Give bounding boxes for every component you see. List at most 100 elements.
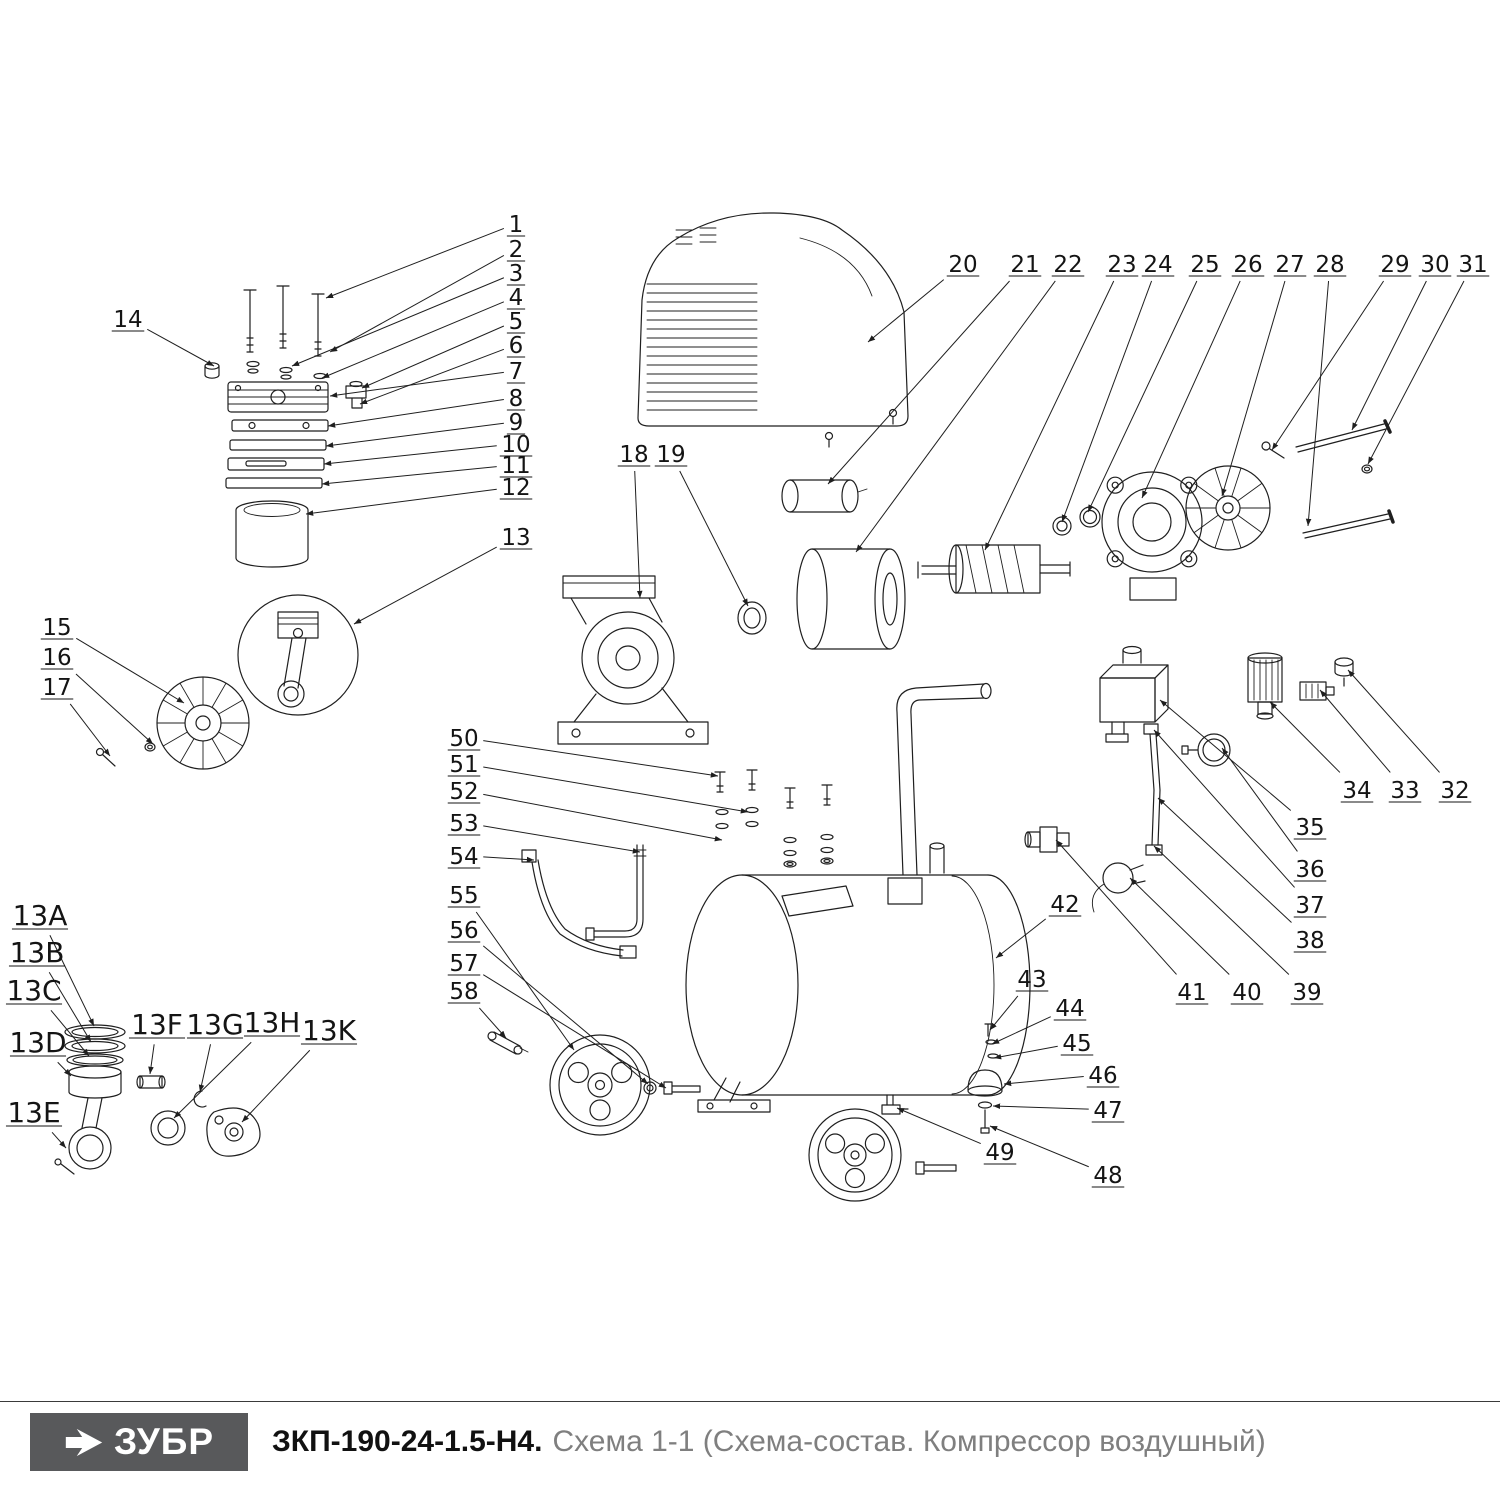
leader-2 bbox=[329, 255, 505, 353]
callout-13C: 13C bbox=[6, 974, 61, 1007]
callout-32: 32 bbox=[1440, 778, 1469, 804]
callout-11: 11 bbox=[501, 453, 530, 479]
leader-19 bbox=[679, 470, 749, 607]
leader-27 bbox=[1221, 280, 1286, 497]
callout-12: 12 bbox=[501, 475, 530, 501]
capacitor bbox=[781, 479, 868, 513]
leader-38 bbox=[1157, 797, 1292, 923]
callout-41: 41 bbox=[1177, 980, 1206, 1006]
leader-13B bbox=[48, 972, 92, 1043]
leader-12 bbox=[305, 488, 497, 516]
leader-29 bbox=[1271, 280, 1385, 451]
leader-25 bbox=[1087, 280, 1198, 513]
leader-13 bbox=[353, 546, 497, 625]
leader-14 bbox=[147, 328, 215, 367]
callout-56: 56 bbox=[449, 918, 478, 944]
leader-45 bbox=[993, 1045, 1058, 1060]
circlip bbox=[1079, 506, 1101, 528]
leader-18 bbox=[634, 470, 643, 599]
pressure-switch bbox=[1099, 645, 1169, 743]
exploded-parts-diagram: 1234567891011121314151617181920212223242… bbox=[5, 212, 1490, 1202]
brand-arrow-icon bbox=[65, 1428, 103, 1456]
leader-13C bbox=[50, 1009, 90, 1057]
leader-13F bbox=[148, 1044, 155, 1075]
leader-49 bbox=[896, 1107, 981, 1145]
callout-33: 33 bbox=[1390, 778, 1419, 804]
callout-45: 45 bbox=[1062, 1031, 1091, 1057]
callout-47: 47 bbox=[1093, 1098, 1122, 1124]
callout-10: 10 bbox=[501, 432, 530, 458]
callout-54: 54 bbox=[449, 844, 478, 870]
leader-36 bbox=[1221, 747, 1298, 852]
callout-26: 26 bbox=[1233, 252, 1262, 278]
callout-55: 55 bbox=[449, 883, 478, 909]
leader-50 bbox=[483, 740, 719, 778]
stator bbox=[796, 548, 906, 650]
callout-27: 27 bbox=[1275, 252, 1304, 278]
leader-52 bbox=[483, 793, 723, 842]
leader-56 bbox=[482, 945, 649, 1085]
callout-17: 17 bbox=[42, 675, 71, 701]
callout-18: 18 bbox=[619, 442, 648, 468]
leader-13H bbox=[173, 1041, 252, 1119]
callout-58: 58 bbox=[449, 979, 478, 1005]
tank-leg bbox=[697, 1077, 771, 1113]
leader-7 bbox=[329, 371, 504, 398]
callout-42: 42 bbox=[1050, 892, 1079, 918]
leader-32 bbox=[1347, 669, 1440, 773]
callout-9: 9 bbox=[509, 410, 524, 436]
leader-44 bbox=[991, 1016, 1051, 1045]
air-tank bbox=[685, 842, 1031, 1096]
rotor bbox=[917, 544, 1071, 594]
leader-53 bbox=[483, 825, 641, 854]
callout-16: 16 bbox=[42, 645, 71, 671]
callout-20: 20 bbox=[948, 252, 977, 278]
callout-25: 25 bbox=[1190, 252, 1219, 278]
bearing-washer bbox=[1052, 516, 1072, 536]
callout-3: 3 bbox=[509, 261, 524, 287]
rubber-foot bbox=[967, 1069, 1003, 1134]
callout-35: 35 bbox=[1295, 815, 1324, 841]
callout-13G: 13G bbox=[186, 1008, 243, 1041]
callout-51: 51 bbox=[449, 752, 478, 778]
callout-7: 7 bbox=[509, 359, 524, 385]
motor-bolts bbox=[1261, 419, 1395, 539]
leader-40 bbox=[1129, 877, 1230, 975]
brand-logo: ЗУБР bbox=[30, 1413, 248, 1471]
leader-58 bbox=[478, 1007, 507, 1039]
callout-29: 29 bbox=[1380, 252, 1409, 278]
callout-52: 52 bbox=[449, 779, 478, 805]
leader-34 bbox=[1269, 701, 1341, 773]
piston-detail bbox=[237, 594, 359, 716]
callout-13H: 13H bbox=[244, 1006, 301, 1039]
leader-54 bbox=[483, 856, 535, 863]
piston-parts bbox=[54, 1024, 261, 1175]
leader-13E bbox=[51, 1131, 67, 1149]
leader-28 bbox=[1305, 280, 1330, 527]
callout-50: 50 bbox=[449, 726, 478, 752]
leader-17 bbox=[69, 703, 111, 757]
leader-13A bbox=[49, 935, 95, 1027]
leader-26 bbox=[1141, 280, 1241, 499]
callout-36: 36 bbox=[1295, 857, 1324, 883]
callout-46: 46 bbox=[1088, 1063, 1117, 1089]
leader-13K bbox=[241, 1049, 311, 1123]
callout-34: 34 bbox=[1342, 778, 1371, 804]
leader-20 bbox=[867, 279, 945, 343]
mounting-hardware bbox=[487, 769, 834, 1055]
callout-49: 49 bbox=[985, 1140, 1014, 1166]
callout-38: 38 bbox=[1295, 928, 1324, 954]
power-plug bbox=[1091, 862, 1146, 913]
callout-4: 4 bbox=[509, 285, 524, 311]
quick-coupler bbox=[1024, 826, 1070, 853]
leader-15 bbox=[76, 637, 185, 704]
callout-13A: 13A bbox=[13, 899, 68, 932]
callout-2: 2 bbox=[509, 237, 524, 263]
callout-53: 53 bbox=[449, 811, 478, 837]
leader-37 bbox=[1153, 729, 1295, 888]
leader-33 bbox=[1319, 689, 1391, 773]
leader-1 bbox=[325, 227, 505, 299]
callout-6: 6 bbox=[509, 333, 524, 359]
leader-9 bbox=[325, 422, 504, 448]
